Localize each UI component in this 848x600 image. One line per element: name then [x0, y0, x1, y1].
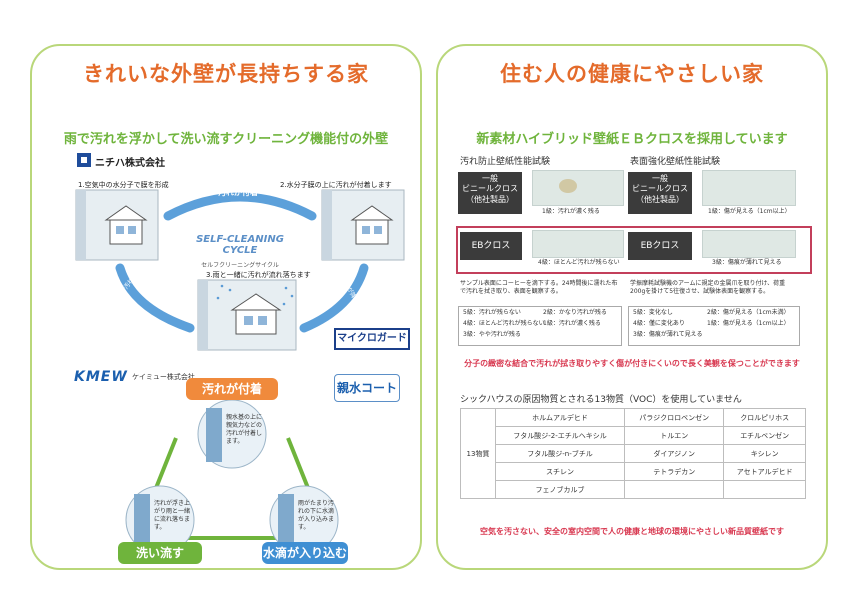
strength-grade-3: 3級：傷痕が薄れて見える [633, 331, 703, 338]
left-panel: きれいな外壁が長持ちする家 雨で汚れを浮かして洗い流すクリーニング機能付の外壁 … [30, 44, 422, 570]
cycle-step2-label: 2.水分子膜の上に汚れが付着します [280, 181, 392, 189]
hydrophilic-coat-logo: 親水コート [334, 374, 400, 402]
self-cleaning-diagram: 1.空気中の水分子で膜を形成 汚れが付着 2.水分子膜の上に汚れが付着します S… [72, 178, 410, 356]
strength-test-description: 学振摩耗試験機のアームに規定の金属爪を取り付け、荷重200gを掛けて5往復させ、… [630, 280, 786, 296]
voc-cell: トルエン [624, 426, 725, 445]
stain-test-title: 汚れ防止壁紙性能試験 [460, 157, 551, 167]
cycle-step3-label: 3.雨と一緒に汚れが流れ落ちます [206, 271, 311, 279]
cycle-arrow1-label: 汚れが付着 [218, 188, 258, 197]
cycle-step1-label: 1.空気中の水分子で膜を形成 [78, 181, 169, 189]
strength-grade-5: 5級：変化なし [633, 309, 673, 316]
stain-grade-1: 1級：汚れが濃く残る [543, 320, 601, 327]
strength-grade-1: 1級：傷が見える（1cm以上） [707, 320, 790, 327]
stage-wash-badge: 洗い流す [118, 542, 202, 564]
stain-eb-caption: 4級：ほとんど汚れが残らない [538, 259, 620, 266]
stage-wash-text: 汚れが浮き上がり雨と一緒に流れ落ちます。 [154, 500, 191, 532]
hydrophilic-cycle-diagram: 汚れが付着 洗い流す 水滴が入り込む 親水基の上に親気力などの汚れが付着します。… [116, 378, 348, 566]
strength-eb-caption: 3級：傷痕が薄れて見える [712, 259, 782, 266]
strength-vinyl-caption: 1級：傷が見える（1cm以上） [708, 208, 791, 215]
voc-cell [624, 480, 725, 499]
eb-cloth-row [456, 226, 812, 274]
stage-dirt-text: 親水基の上に親気力などの汚れが付着します。 [226, 414, 263, 446]
stain-eb-swatch [532, 230, 624, 258]
hydrophilic-cycle-illustration [125, 399, 339, 555]
strength-test-title: 表面強化壁紙性能試験 [630, 157, 721, 167]
right-panel-subtitle: 新素材ハイブリッド壁紙ＥＢクロスを採用しています [476, 132, 788, 147]
voc-row: フタル酸ジ-2-エチルヘキシル トルエン エチルベンゼン [461, 426, 806, 445]
nichiha-logo [76, 152, 92, 172]
eb-cloth-box-1: EBクロス [460, 232, 522, 260]
stain-test-vinyl-box: 一般 ビニールクロス （他社製品） [458, 172, 522, 214]
strength-grade-box: 5級：変化なし 4級：僅に変化あり 3級：傷痕が薄れて見える 2級：傷が見える（… [628, 306, 800, 346]
voc-row: フェノブカルブ [461, 480, 806, 499]
stain-test-description: サンプル表面にコーヒーを滴下する。24時間後に濡れた布で汚れを拭き取り、表面を観… [460, 280, 618, 296]
voc-row: フタル酸ジ-n-ブチル ダイアジノン キシレン [461, 444, 806, 463]
stain-vinyl-caption: 1級：汚れが濃く残る [542, 208, 600, 215]
stain-grade-4: 4級：ほとんど汚れが残らない [463, 320, 545, 327]
eb-cloth-box-2: EBクロス [628, 232, 692, 260]
voc-cell: フタル酸ジ-n-ブチル [494, 444, 626, 463]
voc-cell: テトラデカン [624, 462, 725, 481]
right-panel: 住む人の健康にやさしい家 新素材ハイブリッド壁紙ＥＢクロスを採用しています 汚れ… [436, 44, 828, 570]
nichiha-logo-icon [77, 153, 91, 167]
voc-cell: パラジクロロベンゼン [624, 408, 725, 427]
nichiha-logo-text: ニチハ株式会社 [95, 158, 165, 169]
voc-cell: アセトアルデヒド [723, 462, 806, 481]
voc-row: スチレン テトラデカン アセトアルデヒド [461, 462, 806, 481]
strength-test-vinyl-box: 一般 ビニールクロス （他社製品） [628, 172, 692, 214]
strength-grade-4: 4級：僅に変化あり [633, 320, 685, 327]
self-cleaning-illustration [75, 189, 405, 351]
voc-cell: フタル酸ジ-2-エチルヘキシル [494, 426, 626, 445]
stain-grade-box: 5級：汚れが残らない 4級：ほとんど汚れが残らない 3級：やや汚れが残る 2級：… [458, 306, 622, 346]
left-panel-title: きれいな外壁が長持ちする家 [83, 62, 369, 86]
cycle-center-en: SELF-CLEANING CYCLE [196, 234, 284, 256]
voc-title: シックハウスの原因物質とされる13物質（VOC）を使用していません [460, 395, 742, 405]
voc-cell: エチルベンゼン [723, 426, 806, 445]
voc-cell: フェノブカルブ [494, 480, 626, 499]
strength-grade-2: 2級：傷が見える（1cm未満） [707, 309, 790, 316]
strength-vinyl-swatch [702, 170, 796, 206]
voc-label-cell: 13物質 [460, 408, 496, 499]
stage-dirt-badge: 汚れが付着 [186, 378, 278, 400]
voc-row: 13物質 ホルムアルデヒド パラジクロロベンゼン クロルピリホス [460, 408, 806, 499]
coffee-stain [559, 179, 577, 193]
strength-eb-swatch [702, 230, 796, 258]
stain-grade-5: 5級：汚れが残らない [463, 309, 521, 316]
stain-grade-2: 2級：かなり汚れが残る [543, 309, 607, 316]
voc-table: 13物質 ホルムアルデヒド パラジクロロベンゼン クロルピリホス フタル酸ジ-2… [460, 408, 806, 499]
stain-grade-3: 3級：やや汚れが残る [463, 331, 521, 338]
stage-water-text: 雨がたまり汚れの下に水滴が入り込みます。 [298, 500, 335, 532]
voc-cell: スチレン [494, 462, 626, 481]
stain-vinyl-swatch [532, 170, 624, 206]
kmew-logo: KMEW [74, 369, 128, 385]
voc-cell: ホルムアルデヒド [494, 408, 626, 427]
voc-cell: ダイアジノン [624, 444, 725, 463]
kmew-company: ケイミュー株式会社 [132, 373, 195, 381]
voc-cell: キシレン [723, 444, 806, 463]
microguard-badge: マイクロガード [334, 328, 410, 350]
durability-highlight: 分子の緻密な結合で汚れが拭き取りやすく傷が付きにくいので長く美観を保つことができ… [464, 359, 800, 368]
stage-water-badge: 水滴が入り込む [262, 542, 348, 564]
voc-cell: クロルピリホス [723, 408, 806, 427]
right-panel-title: 住む人の健康にやさしい家 [500, 62, 764, 86]
cycle-center-jp: セルフクリーニングサイクル [201, 262, 279, 269]
left-panel-subtitle: 雨で汚れを浮かして洗い流すクリーニング機能付の外壁 [63, 132, 389, 147]
voc-cell [723, 480, 806, 499]
eco-footer: 空気を汚さない、安全の室内空間で人の健康と地球の環境にやさしい新品質壁紙です [480, 527, 784, 536]
